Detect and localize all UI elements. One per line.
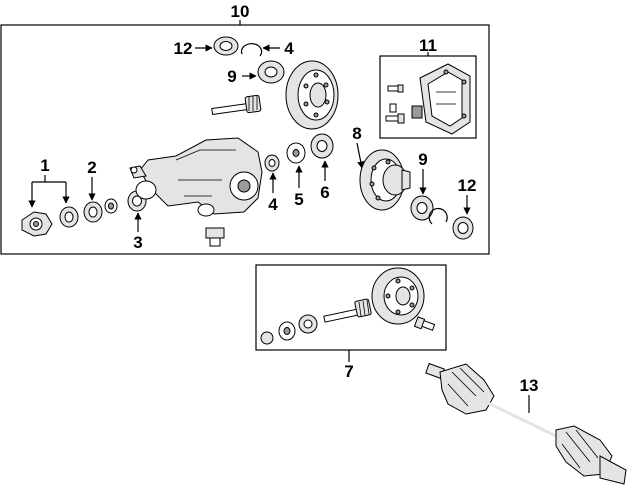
pinion-shaft-set xyxy=(323,298,372,323)
pinion-nut xyxy=(83,201,103,223)
set-seal xyxy=(260,331,274,345)
drain-plug xyxy=(205,227,225,247)
oil-seal-top xyxy=(213,36,239,56)
set-bearing-1 xyxy=(298,314,318,334)
bearing-top xyxy=(257,60,285,84)
callout-9-right: 9 xyxy=(418,150,427,169)
callout-5: 5 xyxy=(294,190,303,209)
cover-bolts xyxy=(385,84,423,124)
callout-3: 3 xyxy=(133,233,142,252)
callout-12-right: 12 xyxy=(458,176,477,195)
bearing-right xyxy=(410,195,434,221)
carrier-housing xyxy=(129,137,263,217)
axle-shaft-assembly xyxy=(425,362,627,485)
ring-gear-top xyxy=(285,60,339,130)
ring-gear-bolt xyxy=(413,316,436,331)
flange-seal xyxy=(59,206,79,228)
shim-5 xyxy=(286,142,306,164)
oil-seal-right xyxy=(452,216,474,240)
ring-gear-set xyxy=(371,267,425,325)
callout-13: 13 xyxy=(520,376,539,395)
bearing-6 xyxy=(310,133,334,159)
callout-12-top: 12 xyxy=(174,39,193,58)
companion-flange xyxy=(21,211,53,237)
set-spacer xyxy=(278,321,296,341)
callout-7: 7 xyxy=(344,362,353,381)
pinion-shaft-top xyxy=(211,94,262,116)
callout-10: 10 xyxy=(231,2,250,21)
callout-11: 11 xyxy=(419,36,437,55)
callout-4-mid: 4 xyxy=(268,195,278,214)
snap-ring-right xyxy=(428,207,448,225)
main-assembly-frame xyxy=(0,24,490,255)
side-bearing-4 xyxy=(264,154,280,172)
differential-cover xyxy=(419,63,471,135)
ring-pinion-set-frame xyxy=(255,264,447,351)
callout-6: 6 xyxy=(320,183,329,202)
callout-1: 1 xyxy=(40,156,49,175)
snap-ring-top xyxy=(240,43,263,57)
callout-2: 2 xyxy=(87,158,96,177)
callout-8: 8 xyxy=(352,124,361,143)
callout-4-top: 4 xyxy=(284,39,294,58)
differential-case xyxy=(359,149,411,211)
washer xyxy=(104,198,118,214)
callout-9-top: 9 xyxy=(227,67,236,86)
